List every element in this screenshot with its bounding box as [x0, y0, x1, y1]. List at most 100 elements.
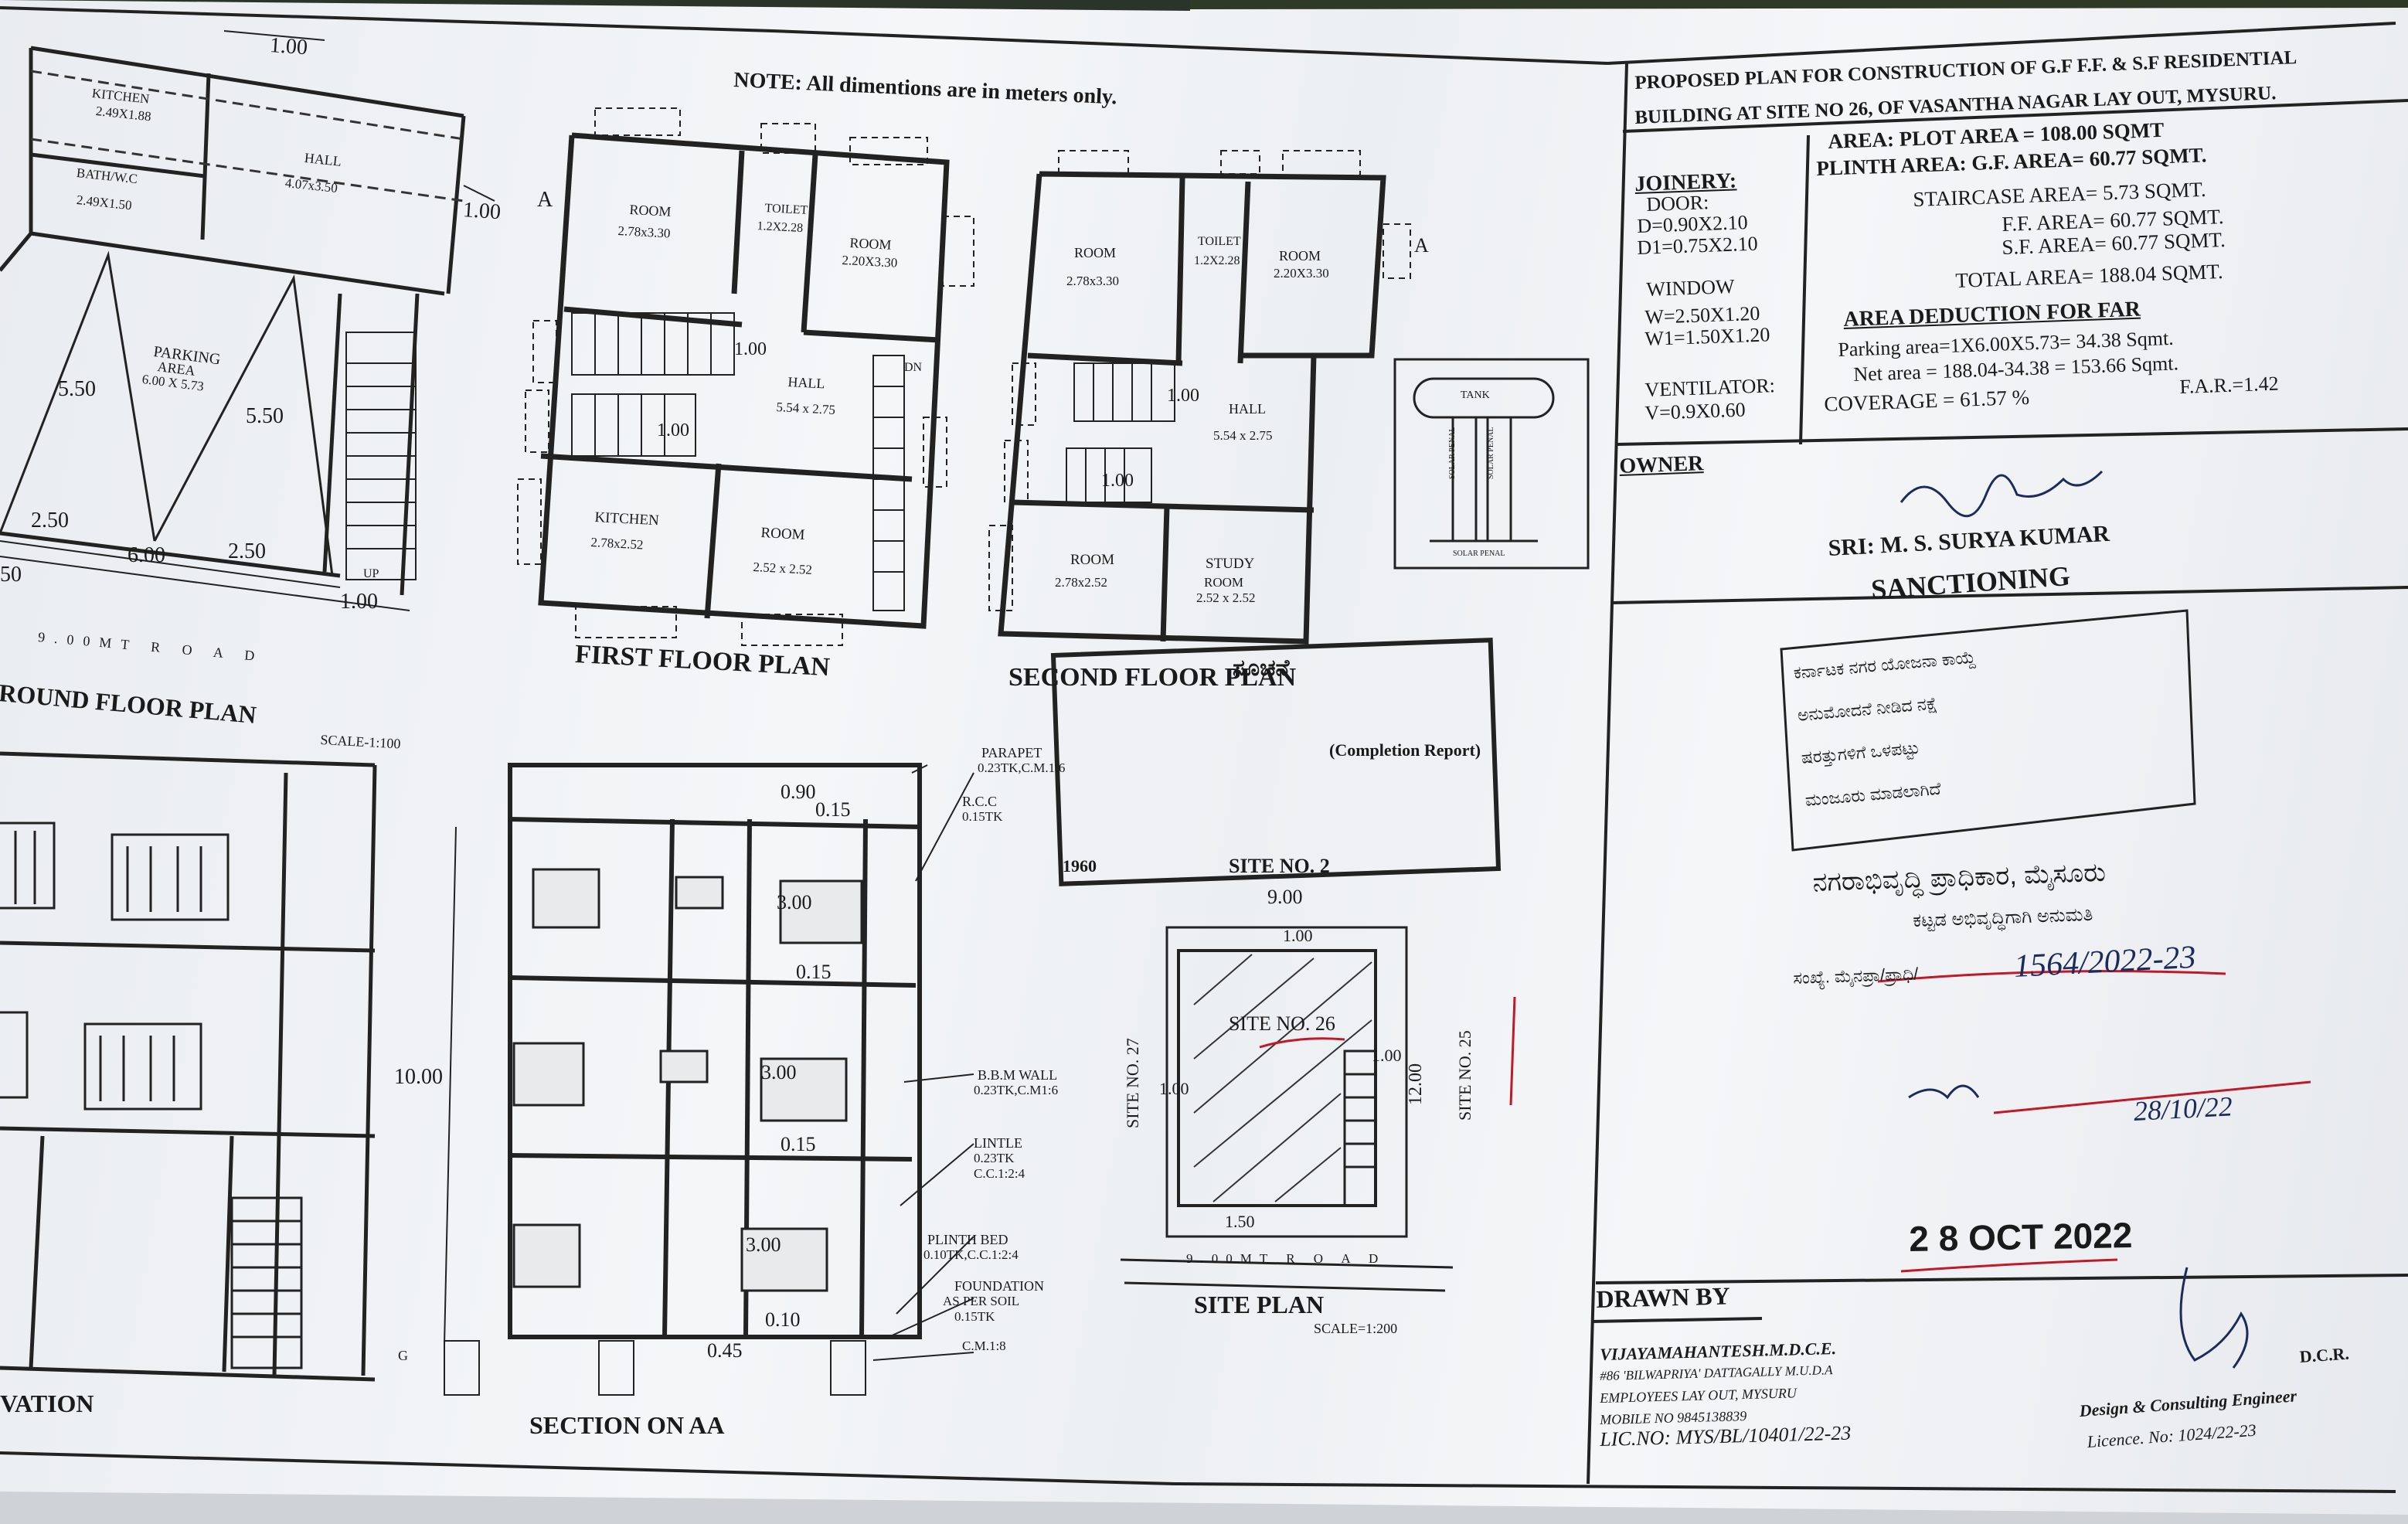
gf-dim-550-left: 5.50: [58, 377, 96, 401]
section-dim-015c: 0.15: [781, 1133, 816, 1155]
ff-room1-dim: 2.78x3.30: [617, 223, 671, 241]
section-dim-300a: 3.00: [777, 891, 812, 913]
second-floor-label: SECOND FLOOR PLAN: [1008, 663, 1297, 692]
section-ground-mark: G: [398, 1348, 408, 1363]
site-no-25: SITE NO. 25: [1455, 1030, 1474, 1121]
window-heading: WINDOW: [1645, 275, 1735, 301]
gf-hall: HALL: [304, 150, 342, 169]
ff-hall: HALL: [787, 374, 825, 392]
ff-room1: ROOM: [629, 202, 672, 219]
gf-up: UP: [363, 567, 379, 580]
section-dim-090: 0.90: [781, 781, 816, 803]
gf-dim-50: 50: [0, 563, 22, 587]
section-foundation-spec1: AS PER SOIL: [943, 1294, 1020, 1308]
architect-mobile: MOBILE NO 9845138839: [1599, 1408, 1747, 1427]
completion-site-no: SITE NO. 2: [1229, 855, 1330, 877]
section-lintel-spec1: 0.23TK: [974, 1151, 1015, 1165]
ff-toilet: TOILET: [764, 202, 808, 217]
site-dim-100-right: 1.00: [1372, 1046, 1402, 1065]
signature-date: 28/10/22: [2132, 1090, 2233, 1127]
completion-year: 1960: [1063, 856, 1097, 876]
sf-room2: ROOM: [1279, 248, 1321, 264]
section-dim-010: 0.10: [765, 1308, 801, 1331]
section-dim-015a: 0.15: [815, 798, 851, 821]
sf-dim-100a: 1.00: [1167, 386, 1199, 406]
section-lintel-spec2: C.C.1:2:4: [974, 1166, 1025, 1181]
ff-dim-100a: 1.00: [734, 339, 767, 359]
sf-toilet-dim: 1.2X2.28: [1194, 254, 1240, 267]
section-bbm-wall: B.B.M WALL: [978, 1067, 1058, 1083]
site-plan-scale: SCALE=1:200: [1314, 1321, 1398, 1336]
section-foundation-spec2: 0.15TK: [954, 1309, 995, 1324]
site-dim-100-top: 1.00: [1283, 926, 1313, 945]
section-label: SECTION ON AA: [529, 1411, 725, 1439]
sf-hall: HALL: [1229, 401, 1266, 417]
ff-room3-dim: 2.52 x 2.52: [753, 560, 813, 577]
sf-study: STUDY: [1206, 556, 1255, 572]
site-dim-150: 1.50: [1225, 1212, 1255, 1231]
sf-room2-dim: 2.20X3.30: [1274, 266, 1329, 281]
elevation-label: VATION: [0, 1390, 94, 1417]
section-foundation-spec3: C.M.1:8: [962, 1339, 1006, 1353]
ff-hall-dim: 5.54 x 2.75: [776, 400, 836, 417]
ventilator-v: V=0.9X0.60: [1644, 398, 1746, 424]
ff-room3: ROOM: [760, 525, 805, 543]
site-plan-label: SITE PLAN: [1194, 1291, 1325, 1318]
gf-dim-250-left: 2.50: [31, 509, 69, 532]
solar-panel-right: SOLAR PENAL: [1487, 427, 1495, 479]
section-dim-300c: 3.00: [746, 1233, 781, 1256]
section-plinth-spec: 0.10TK,C.C.1:2:4: [923, 1247, 1019, 1262]
tank-label: TANK: [1461, 390, 1490, 401]
section-dim-015b: 0.15: [796, 961, 832, 983]
door-d1: D1=0.75X2.10: [1636, 232, 1759, 259]
section-parapet: PARAPET: [981, 745, 1042, 760]
date-stamp: 2 8 OCT 2022: [1908, 1214, 2133, 1259]
consultant-line-2: D.C.R.: [2298, 1343, 2350, 1366]
ventilator-heading: VENTILATOR:: [1644, 374, 1776, 401]
section-rcc: R.C.C: [962, 794, 998, 809]
completion-report: (Completion Report): [1329, 740, 1481, 760]
sf-dim-100b: 1.00: [1101, 471, 1134, 491]
sf-room3-dim: 2.78x2.52: [1055, 575, 1107, 590]
owner-heading: OWNER: [1618, 451, 1704, 478]
gf-dim-550-right: 5.50: [246, 404, 284, 428]
sf-study-dim: 2.52 x 2.52: [1196, 590, 1256, 605]
completion-heading: ಸೂಚನೆ: [1233, 655, 1290, 681]
ff-dim-100b: 1.00: [657, 420, 689, 441]
ff-kitchen-dim: 2.78x2.52: [590, 535, 644, 553]
sf-toilet: TOILET: [1198, 235, 1241, 248]
gf-dim-side: 1.00: [461, 198, 502, 225]
site-road: 9.00MT R O A D: [1186, 1251, 1386, 1266]
section-lintel: LINTLE: [974, 1135, 1022, 1151]
far: F.A.R.=1.42: [2178, 372, 2280, 398]
sf-study-room: ROOM: [1204, 575, 1244, 590]
site-dim-100-left: 1.00: [1159, 1079, 1189, 1098]
section-foundation: FOUNDATION: [954, 1278, 1044, 1294]
section-dim-300b: 3.00: [761, 1061, 797, 1083]
section-dim-1000: 10.00: [394, 1065, 443, 1089]
section-dim-045: 0.45: [707, 1339, 743, 1362]
ff-kitchen: KITCHEN: [593, 509, 660, 529]
sanction-number-prefix: ಸಂಖ್ಯೆ. ಮೈನಪ್ರಾ/ಪ್ರಾಧಿ/: [1792, 964, 1919, 988]
section-plinth-bed: PLINTH BED: [927, 1232, 1008, 1247]
gf-dim-100-bottom: 1.00: [340, 590, 378, 614]
sf-hall-dim: 5.54 x 2.75: [1213, 428, 1273, 443]
site-dim-900: 9.00: [1267, 886, 1303, 908]
sf-room1-dim: 2.78x3.30: [1066, 274, 1119, 288]
door-heading: DOOR:: [1645, 191, 1709, 216]
site-no-27: SITE NO. 27: [1123, 1038, 1142, 1128]
section-rcc-spec: 0.15TK: [962, 809, 1003, 824]
gf-dim-600: 6.00: [128, 543, 165, 567]
sf-room3: ROOM: [1070, 552, 1115, 568]
solar-panel-bottom: SOLAR PENAL: [1453, 549, 1505, 558]
section-parapet-spec: 0.23TK,C.M.1:6: [978, 760, 1066, 775]
site-dim-1200: 12.00: [1406, 1063, 1426, 1105]
ff-section-mark: A: [537, 188, 553, 212]
gf-dim-top: 1.00: [268, 33, 309, 60]
window-w1: W1=1.50X1.20: [1644, 323, 1770, 350]
ff-toilet-dim: 1.2X2.28: [757, 219, 804, 236]
solar-panel-left: SOLAR PENAL: [1448, 427, 1457, 479]
